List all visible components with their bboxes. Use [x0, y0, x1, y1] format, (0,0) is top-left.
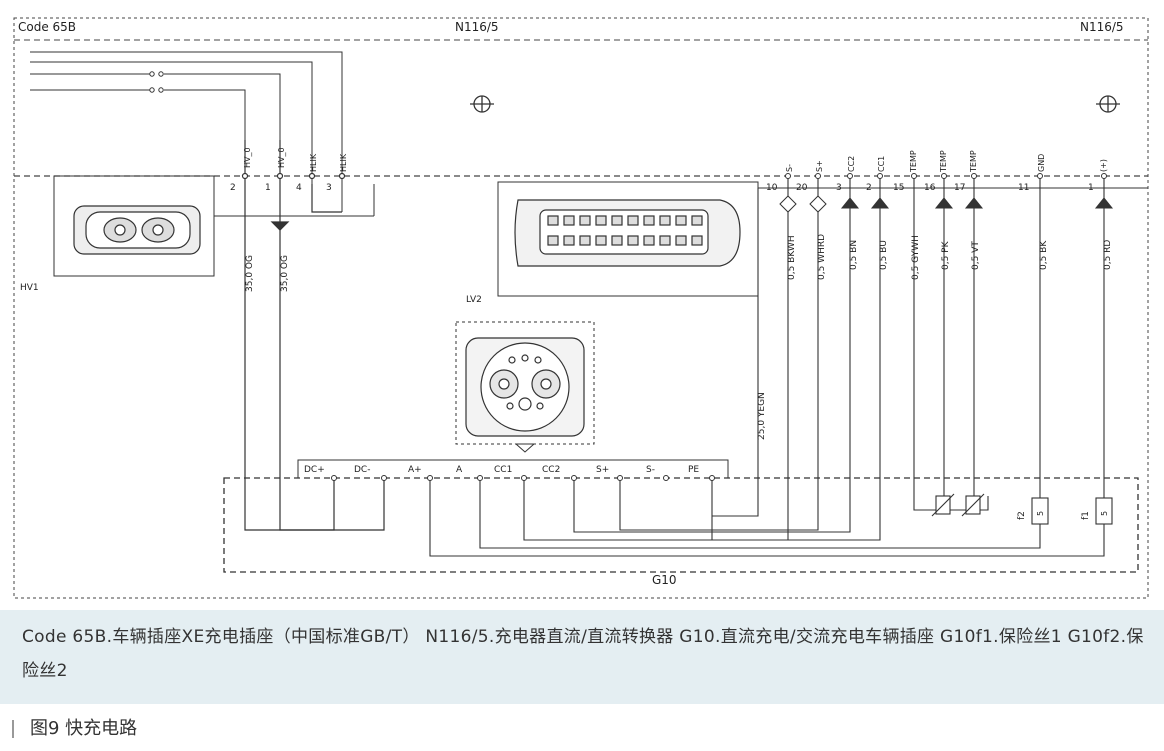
- charging-socket-icon: [465, 337, 585, 437]
- socket-pointer: [514, 443, 536, 453]
- top-feed-wires: [30, 51, 343, 212]
- socket-terminal-label: S+: [596, 465, 609, 475]
- lv-wire-label: 0,5 BU: [879, 240, 889, 270]
- hv-pin-name: HLIK: [309, 153, 318, 172]
- hv-pin-name: HLIK: [339, 153, 348, 172]
- lv-pin-number: 10: [766, 183, 778, 193]
- lv2-label: LV2: [466, 295, 482, 305]
- lv-pin-number: 11: [1018, 183, 1029, 193]
- lv-pin-number: 1: [1088, 183, 1094, 193]
- lv-wire-label: 0,5 VT: [971, 241, 981, 270]
- lv-wire-label: 0,5 GYWH: [911, 235, 921, 280]
- lv-pin-numbers: 10 20 3 2 15 16 17 11 1: [766, 183, 1094, 193]
- lv-pin-name: TEMP: [939, 150, 948, 173]
- lv-pin-name: CC2: [847, 156, 856, 172]
- fuse-rating: 5: [1036, 511, 1045, 516]
- hv-pin-number: 2: [230, 183, 236, 193]
- caption-box: Code 65B.车辆插座XE充电插座（中国标准GB/T） N116/5.充电器…: [0, 610, 1164, 704]
- title-marker: [12, 720, 14, 738]
- socket-terminal-label: DC+: [304, 465, 325, 475]
- temperature-sensor-icon: [931, 493, 985, 517]
- lv-pin-names: S- S+ CC2 CC1 TEMP TEMP TEMP GND (+): [785, 150, 1108, 173]
- hv-wires: [241, 140, 385, 531]
- figure-title: 图9 快充电路: [12, 714, 137, 740]
- lv-pin-name: S-: [785, 164, 794, 172]
- terminal-bar: [297, 459, 729, 478]
- hv-pin-name: HV_0: [243, 147, 252, 168]
- hv1-connector-box: [53, 175, 215, 277]
- ground-symbol-icon: [470, 95, 494, 113]
- lv-pin-name: CC1: [877, 156, 886, 172]
- lv-pin-number: 20: [796, 183, 808, 193]
- hv-plug-icon: [73, 205, 201, 255]
- fuse-icon: [1031, 497, 1113, 525]
- lv-wire-labels: 0,5 BKWH 0,5 WHRD 0,5 BN 0,5 BU 0,5 GYWH…: [757, 234, 1113, 440]
- lv-pin-number: 16: [924, 183, 936, 193]
- lv-wire-label: 0,5 PK: [941, 240, 951, 270]
- g10-socket-boundary: [223, 477, 1139, 573]
- g10-label: G10: [652, 573, 677, 587]
- lv-pin-number: 17: [954, 183, 965, 193]
- lv-wire-label: 0,5 WHRD: [817, 234, 827, 280]
- hv-pin-number: 1: [265, 183, 271, 193]
- ground-wire-label: 25,0 YEGN: [757, 392, 767, 440]
- header-mid-label: N116/5: [455, 20, 499, 34]
- lv-wires: [429, 176, 1105, 557]
- socket-terminal-label: CC2: [542, 465, 560, 475]
- socket-terminals: DC+ DC- A+ A CC1 CC2 S+ S- PE: [304, 465, 699, 475]
- code65b-boundary: [13, 17, 1149, 599]
- socket-terminal-label: PE: [688, 465, 699, 475]
- hv-pin-number: 3: [326, 183, 332, 193]
- hv-pin-number: 4: [296, 183, 302, 193]
- figure-title-text: 图9 快充电路: [30, 718, 138, 739]
- lv-pin-number: 3: [836, 183, 842, 193]
- hv-wire-label: 35,0 OG: [280, 255, 290, 292]
- socket-terminal-label: DC-: [354, 465, 370, 475]
- lv-wire-label: 0,5 BK: [1039, 240, 1049, 270]
- lv-pin-number: 2: [866, 183, 872, 193]
- header-right-label: N116/5: [1080, 20, 1124, 34]
- socket-terminal-label: CC1: [494, 465, 512, 475]
- lv-wire-label: 0,5 BKWH: [787, 235, 797, 280]
- lv-pin-number: 15: [893, 183, 904, 193]
- hv-wire-label: 35,0 OG: [245, 255, 255, 292]
- lv-pin-name: GND: [1037, 154, 1046, 172]
- socket-image-box: [455, 321, 595, 445]
- ground-symbol-icon: [1096, 95, 1120, 113]
- socket-terminal-label: A+: [408, 465, 422, 475]
- fuse-name: f1: [1081, 511, 1091, 520]
- lv-pin-name: TEMP: [969, 150, 978, 173]
- signal-direction-icon: [779, 195, 1114, 213]
- lv-pin-name: S+: [815, 160, 824, 172]
- caption-text: Code 65B.车辆插座XE充电插座（中国标准GB/T） N116/5.充电器…: [22, 627, 1144, 681]
- hv-pin-name: HV_0: [277, 147, 286, 168]
- fuse-rating: 5: [1100, 511, 1109, 516]
- wiring-diagram: Code 65B N116/5 N116/5 HV1 2 1 4 3 HV_0 …: [13, 17, 1149, 599]
- socket-terminal-label: A: [456, 465, 463, 475]
- lv-pin-name: TEMP: [909, 150, 918, 173]
- lv-plug-icon: [514, 199, 741, 267]
- socket-terminal-label: S-: [646, 465, 655, 475]
- hv1-label: HV1: [20, 283, 39, 293]
- header-left-label: Code 65B: [18, 20, 76, 34]
- socket-terminal-pins: [331, 475, 715, 481]
- fuse-name: f2: [1017, 511, 1027, 520]
- lv-pin-name: (+): [1099, 159, 1108, 172]
- lv-pin-markers: [785, 173, 1107, 179]
- lv-wire-label: 0,5 RD: [1103, 240, 1113, 270]
- lv-wire-label: 0,5 BN: [849, 240, 859, 270]
